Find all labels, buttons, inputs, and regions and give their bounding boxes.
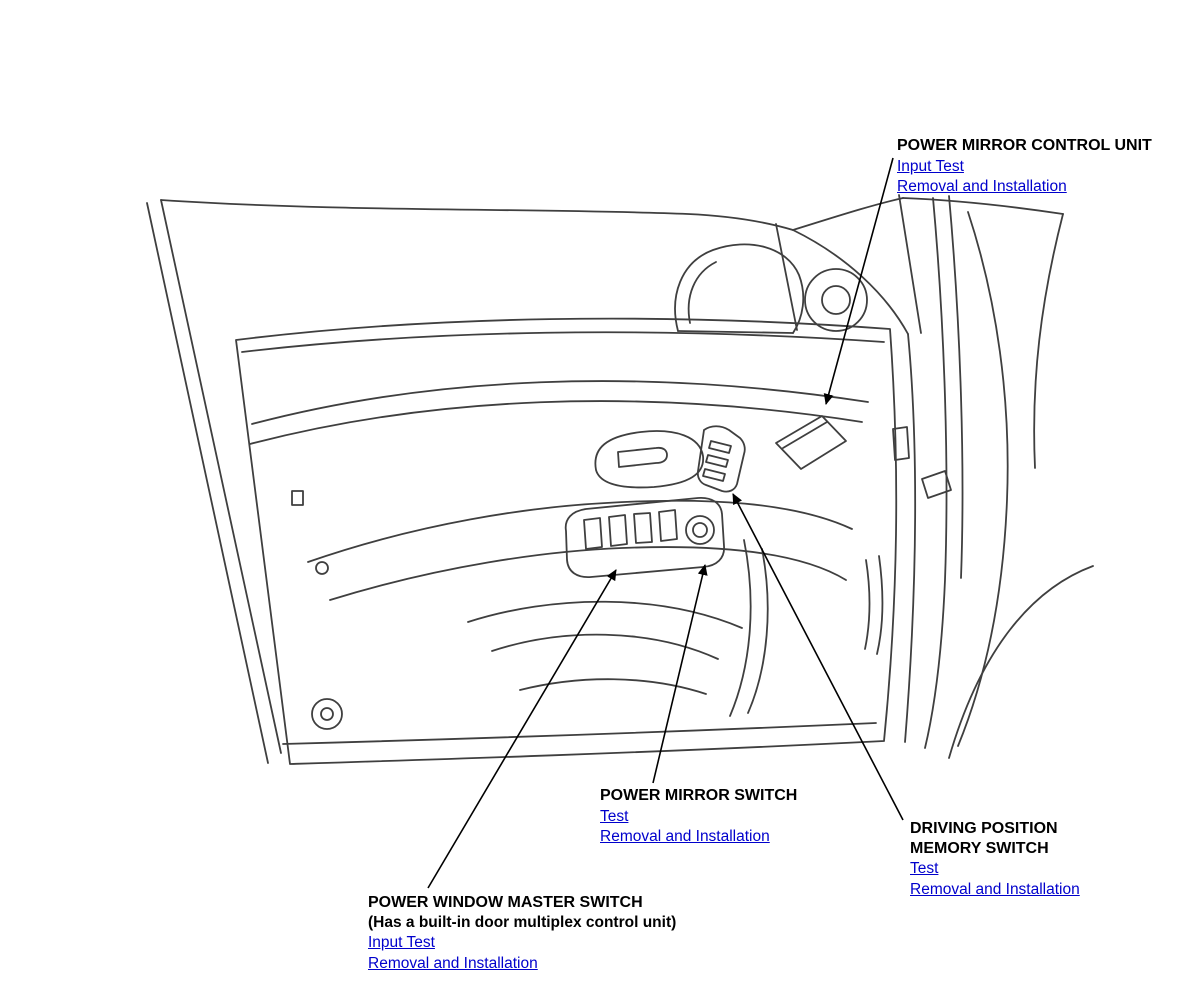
- link-driving-position-memory-switch-removal-and-installation[interactable]: Removal and Installation: [910, 880, 1080, 898]
- window-rocker-1: [583, 517, 603, 550]
- armrest-lower-line: [329, 546, 847, 601]
- memory-switch-body: [696, 425, 746, 493]
- front-pillar-outer: [146, 202, 269, 764]
- door-handle: [594, 430, 704, 489]
- door-handle-lever: [617, 446, 668, 468]
- callout-title-power-mirror-switch: POWER MIRROR SWITCH: [600, 787, 798, 804]
- body-curve-2: [1033, 213, 1064, 469]
- link-power-window-master-switch-removal-and-installation[interactable]: Removal and Installation: [368, 954, 538, 972]
- door-bottom-trim: [282, 722, 877, 745]
- panel-clip: [315, 561, 329, 575]
- switch-plate: [564, 497, 725, 578]
- window-sill-line: [241, 331, 885, 353]
- mirror-housing: [674, 243, 805, 334]
- window-rocker-4: [658, 509, 678, 542]
- door-latch: [892, 426, 910, 461]
- striker-plate: [921, 470, 952, 499]
- leader-power-mirror-switch: [652, 564, 708, 784]
- power-mirror-switch-drawing: [685, 515, 715, 545]
- window-rocker-3: [633, 512, 653, 544]
- body-curve-1: [957, 211, 1009, 747]
- callout-title-power-mirror-control-unit: POWER MIRROR CONTROL UNIT: [897, 137, 1152, 154]
- wheel-arch: [948, 565, 1094, 759]
- leader-lines: [427, 157, 904, 889]
- mirror-base: [677, 330, 794, 334]
- body-gap-line-2: [948, 195, 964, 579]
- door-pull-line-1: [467, 600, 743, 629]
- upper-trim-line-1: [251, 380, 869, 425]
- callout-title-power-window-master-switch: POWER WINDOW MASTER SWITCH: [368, 894, 643, 911]
- memory-switch-slot-3: [702, 468, 726, 482]
- inner-panel-line-2: [876, 555, 884, 655]
- callout-title-driving-position-memory-switch: DRIVING POSITION MEMORY SWITCH: [910, 820, 1058, 857]
- driving-position-memory-switch-drawing: [696, 425, 746, 493]
- armrest-top-line: [307, 499, 853, 563]
- body-gap-line-1: [924, 197, 948, 749]
- roof-line: [792, 197, 904, 231]
- link-power-mirror-control-unit-input-test[interactable]: Input Test: [897, 157, 964, 175]
- door-rear-edge: [904, 333, 917, 743]
- control-unit-edge: [782, 421, 828, 449]
- door-speaker-inner: [320, 707, 334, 721]
- upper-trim-line-2: [249, 400, 863, 445]
- door-pull-line-3: [519, 678, 707, 695]
- b-pillar-curve: [792, 229, 909, 335]
- door-pull-line-2: [491, 633, 719, 660]
- leader-power-mirror-control-unit: [823, 157, 894, 405]
- power-window-master-switch-drawing: [564, 497, 725, 578]
- leader-power-window-master-switch: [427, 569, 617, 889]
- link-power-mirror-switch-test[interactable]: Test: [600, 807, 629, 825]
- roof-body-line: [902, 197, 1064, 215]
- callout-driving-position-memory-switch: DRIVING POSITION MEMORY SWITCH Test Remo…: [910, 819, 1095, 899]
- b-pillar-outer: [898, 194, 922, 334]
- control-unit-box: [775, 415, 847, 470]
- callout-power-window-master-switch: POWER WINDOW MASTER SWITCH (Has a built-…: [368, 893, 676, 973]
- quarter-circle-inner: [821, 285, 851, 315]
- link-driving-position-memory-switch-test[interactable]: Test: [910, 860, 939, 877]
- window-divider: [775, 223, 798, 331]
- window-top-rail: [160, 199, 794, 231]
- callout-subtitle-power-window-master-switch: (Has a built-in door multiplex control u…: [368, 913, 677, 931]
- side-mirror: [674, 243, 805, 334]
- link-power-mirror-control-unit-removal-and-installation[interactable]: Removal and Installation: [897, 178, 1067, 195]
- mirror-switch-knob-outer: [685, 515, 715, 545]
- mirror-switch-knob-inner: [692, 522, 708, 538]
- callout-power-mirror-control-unit: POWER MIRROR CONTROL UNIT Input Test Rem…: [897, 136, 1152, 197]
- link-power-mirror-switch-removal-and-installation[interactable]: Removal and Installation: [600, 828, 770, 845]
- door-artwork: [146, 194, 1094, 765]
- door-handle-bezel: [594, 430, 704, 489]
- front-pillar-inner: [160, 199, 282, 754]
- window-rocker-2: [608, 514, 628, 547]
- leader-driving-position-memory-switch: [732, 493, 904, 821]
- power-mirror-control-unit-drawing: [775, 415, 847, 470]
- hinge-block: [291, 490, 304, 506]
- armrest-side-line-2: [747, 548, 769, 714]
- door-panel-outline: [235, 317, 898, 765]
- door-speaker-outer: [311, 698, 343, 730]
- memory-switch-slot-1: [708, 440, 732, 454]
- link-power-window-master-switch-input-test[interactable]: Input Test: [368, 934, 435, 951]
- armrest-side-line-1: [729, 539, 752, 717]
- inner-panel-line-1: [864, 559, 871, 650]
- mirror-inner-line: [687, 261, 717, 324]
- callout-power-mirror-switch: POWER MIRROR SWITCH Test Removal and Ins…: [600, 786, 797, 847]
- quarter-circle-outer: [804, 268, 868, 332]
- memory-switch-slot-2: [705, 454, 729, 468]
